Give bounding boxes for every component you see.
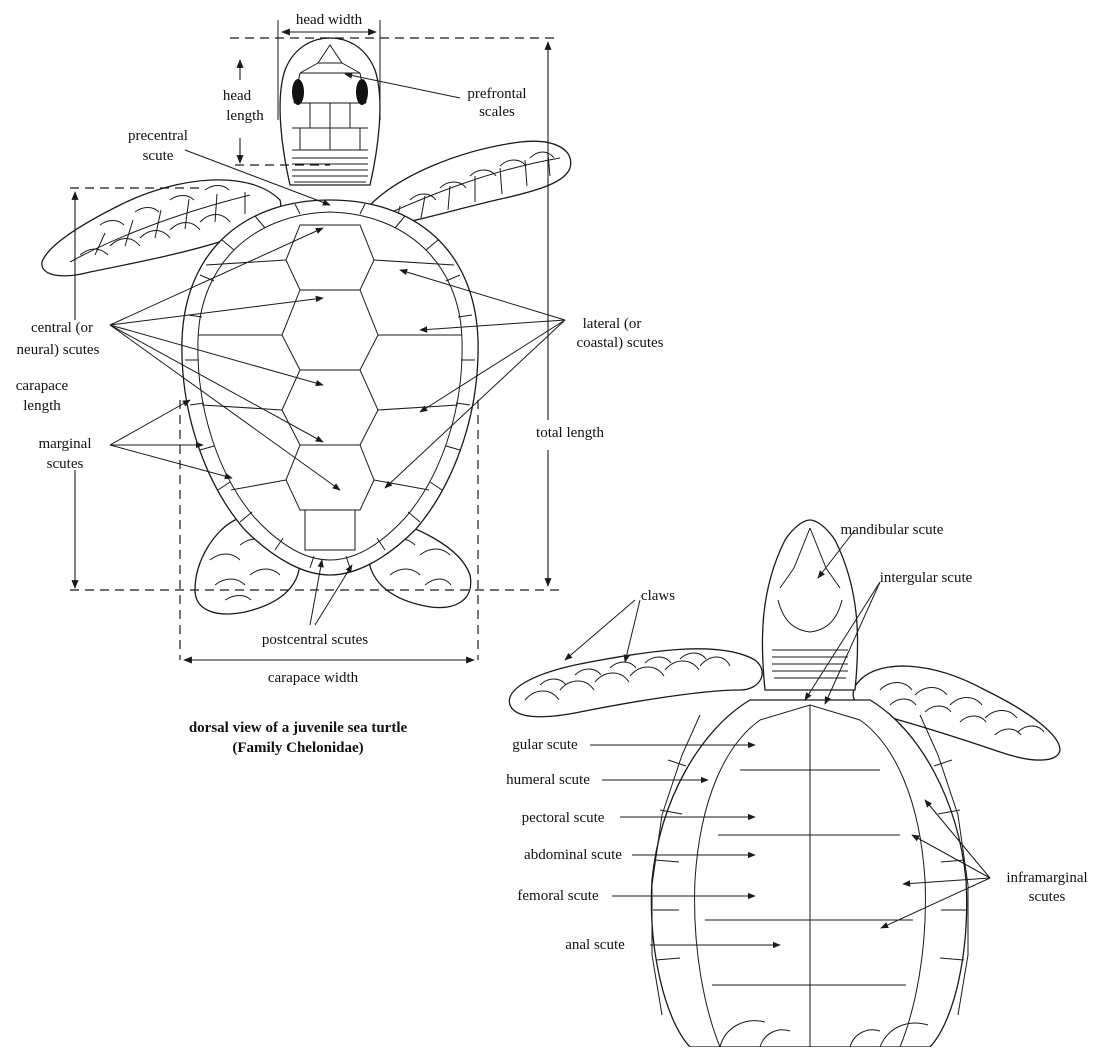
label-inframarginal-1: inframarginal (1006, 870, 1087, 886)
label-precentral-1: precentral (128, 128, 188, 144)
label-marginal-2: scutes (47, 456, 84, 472)
label-central-1: central (or (31, 320, 93, 336)
caption-line-1: dorsal view of a juvenile sea turtle (189, 720, 408, 736)
label-total-length: total length (536, 425, 604, 441)
label-carapace-width: carapace width (268, 670, 359, 686)
label-central-2: neural) scutes (17, 342, 100, 358)
label-intergular: intergular scute (880, 570, 973, 586)
ventral-turtle-drawing (509, 520, 1060, 1047)
label-inframarginal-2: scutes (1029, 889, 1066, 905)
label-mandibular: mandibular scute (841, 522, 944, 538)
label-prefrontal-2: scales (479, 104, 515, 120)
label-carapace-length-1: carapace (16, 378, 69, 394)
label-anal: anal scute (565, 937, 625, 953)
label-lateral-1: lateral (or (583, 316, 642, 332)
label-pectoral: pectoral scute (522, 810, 605, 826)
dorsal-turtle-drawing (42, 38, 571, 614)
label-marginal-1: marginal (38, 436, 91, 452)
label-gular: gular scute (512, 737, 578, 753)
ventral-left-flipper (509, 649, 762, 717)
label-precentral-2: scute (143, 148, 174, 164)
caption-line-2: (Family Chelonidae) (232, 740, 363, 756)
label-head-length-1: head (223, 88, 252, 104)
label-femoral: femoral scute (517, 888, 599, 904)
label-postcentral: postcentral scutes (262, 632, 368, 648)
label-claws: claws (641, 588, 675, 604)
label-head-width: head width (296, 12, 363, 28)
label-abdominal: abdominal scute (524, 847, 622, 863)
dorsal-head (280, 38, 380, 185)
label-head-length-2: length (226, 108, 264, 124)
label-carapace-length-2: length (23, 398, 61, 414)
label-prefrontal-1: prefrontal (467, 86, 526, 102)
ventral-plastron (651, 700, 968, 1047)
dorsal-carapace (182, 200, 478, 575)
label-lateral-2: coastal) scutes (576, 335, 663, 351)
label-humeral: humeral scute (506, 772, 590, 788)
